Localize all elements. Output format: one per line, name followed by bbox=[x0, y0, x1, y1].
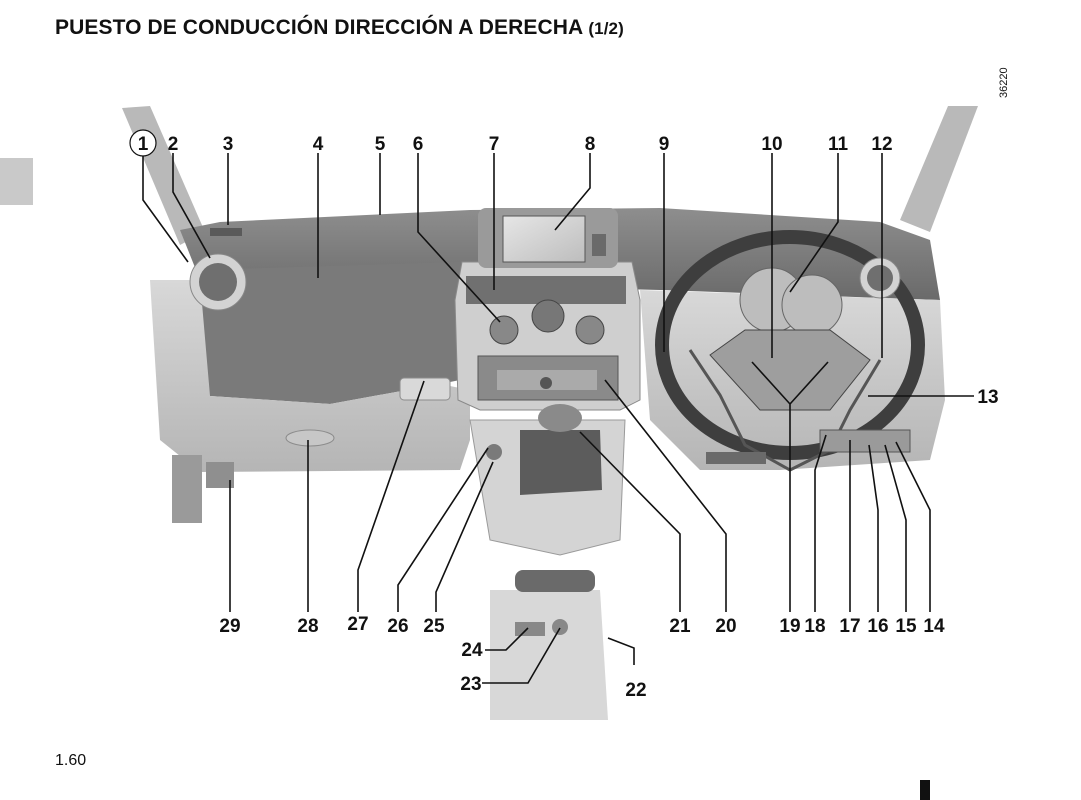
callout-6: 6 bbox=[413, 134, 424, 155]
callout-27: 27 bbox=[347, 614, 368, 635]
page-fraction: (1/2) bbox=[588, 19, 624, 38]
callout-20: 20 bbox=[715, 616, 736, 637]
callout-9: 9 bbox=[659, 134, 670, 155]
callout-26: 26 bbox=[387, 616, 408, 637]
chapter-tab bbox=[0, 158, 33, 205]
gear-lever bbox=[469, 404, 626, 556]
callout-28: 28 bbox=[297, 616, 318, 637]
callout-22: 22 bbox=[625, 680, 646, 701]
callout-1-badge bbox=[129, 129, 157, 157]
speaker-grille bbox=[210, 228, 242, 236]
callout-11: 11 bbox=[828, 134, 849, 155]
callout-19: 19 bbox=[779, 616, 800, 637]
callout-24: 24 bbox=[461, 640, 483, 661]
callout-labels: 1 2 3 4 5 6 7 8 9 10 11 12 13 14 15 16 1… bbox=[138, 134, 999, 701]
page-title: PUESTO DE CONDUCCIÓN DIRECCIÓN A DERECHA… bbox=[55, 16, 624, 40]
page-number: 1.60 bbox=[55, 752, 87, 769]
callout-25: 25 bbox=[423, 616, 445, 637]
callout-5: 5 bbox=[375, 134, 386, 155]
page-title-text: PUESTO DE CONDUCCIÓN DIRECCIÓN A DERECHA bbox=[55, 16, 583, 39]
callout-29: 29 bbox=[219, 616, 240, 637]
callout-14: 14 bbox=[923, 616, 945, 637]
callout-leader-lines bbox=[142, 153, 974, 684]
callout-4: 4 bbox=[313, 134, 324, 155]
armrest-storage bbox=[490, 570, 608, 720]
page-edge-marker bbox=[920, 780, 930, 800]
callout-16: 16 bbox=[867, 616, 888, 637]
center-console bbox=[454, 208, 641, 411]
callout-8: 8 bbox=[585, 134, 596, 155]
callout-2: 2 bbox=[168, 134, 179, 155]
callout-7: 7 bbox=[489, 134, 500, 155]
callout-21: 21 bbox=[669, 616, 691, 637]
callout-10: 10 bbox=[761, 134, 782, 155]
callout-13: 13 bbox=[977, 387, 998, 408]
callout-18: 18 bbox=[804, 616, 825, 637]
callout-1: 1 bbox=[138, 134, 149, 155]
callout-12: 12 bbox=[871, 134, 892, 155]
callout-15: 15 bbox=[895, 616, 917, 637]
callout-3: 3 bbox=[223, 134, 234, 155]
left-air-vent bbox=[189, 253, 247, 311]
callout-23: 23 bbox=[460, 674, 481, 695]
callout-17: 17 bbox=[839, 616, 860, 637]
